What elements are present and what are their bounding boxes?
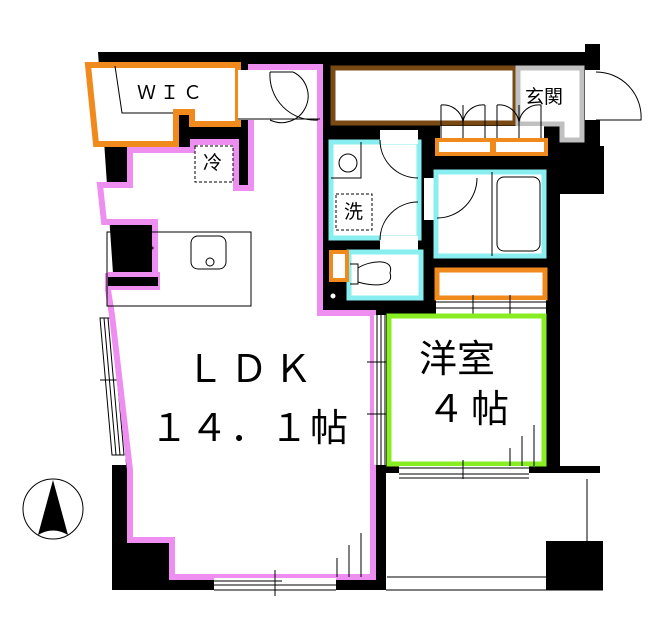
bathroom [433,169,547,259]
stove-icon [118,240,154,270]
western-room-area-label: ４帖 [427,387,516,431]
toilet-room [346,249,424,301]
fridge-box [194,145,234,183]
compass-icon [22,478,84,540]
ldk-area-label: １４．１帖 [150,406,351,450]
storage-top [330,65,518,126]
toilet-icon [350,261,392,286]
entrance-label: 玄関 [525,86,564,108]
western-room [386,313,547,467]
bathtub-icon [496,176,541,252]
ldk-label: ＬＤＫ [186,347,319,391]
sink-icon [190,235,227,270]
entrance-room [515,65,585,143]
wic-label: ＷＩＣ [137,82,207,104]
washer-box [335,193,373,231]
western-room-label: 洋室 [419,337,496,381]
washer-label: 洗 [344,201,364,223]
fridge-label: 冷 [203,152,223,174]
